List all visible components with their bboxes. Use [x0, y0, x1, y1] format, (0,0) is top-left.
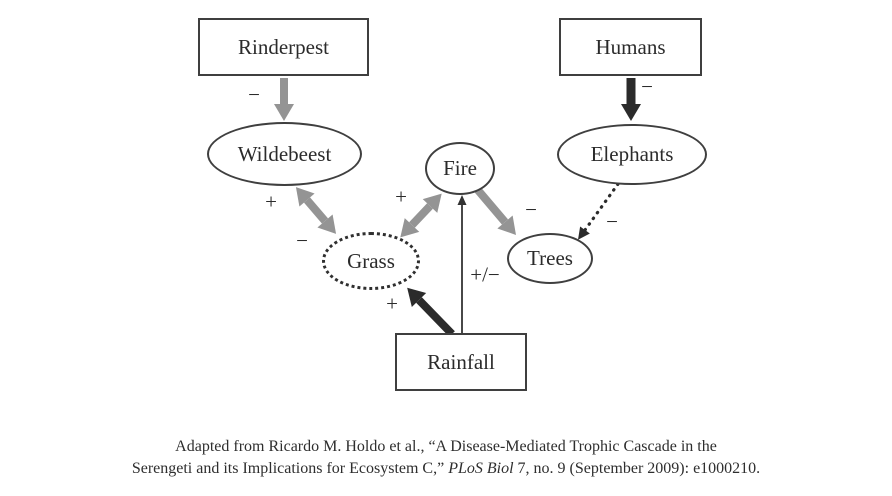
edge-fire-trees: [473, 186, 516, 235]
caption-line-2: Serengeti and its Implications for Ecosy…: [131, 460, 761, 477]
sign-wildebeest-grass-minus: −: [296, 228, 308, 253]
node-rainfall: Rainfall: [395, 333, 527, 391]
node-wildebeest: Wildebeest: [207, 122, 362, 186]
caption-journal-name: PLoS Biol: [448, 460, 514, 477]
node-trees: Trees: [507, 233, 593, 284]
node-fire: Fire: [425, 142, 495, 195]
edge-wildebeest-grass: [295, 187, 337, 234]
edge-rainfall-grass: [407, 287, 455, 337]
node-elephants: Elephants: [557, 124, 707, 185]
node-fire-label: Fire: [443, 156, 477, 180]
sign-rainfall-grass: +: [386, 291, 398, 316]
node-rinderpest-label: Rinderpest: [238, 34, 329, 59]
figure-caption: Adapted from Ricardo M. Holdo et al., “A…: [0, 436, 892, 480]
node-grass: Grass: [322, 232, 420, 290]
node-rinderpest: Rinderpest: [198, 18, 369, 76]
sign-grass-fire: +: [395, 184, 407, 209]
node-grass-label: Grass: [347, 248, 395, 273]
node-wildebeest-label: Wildebeest: [237, 141, 332, 166]
node-humans: Humans: [559, 18, 702, 76]
node-elephants-label: Elephants: [590, 142, 674, 166]
node-humans-label: Humans: [595, 34, 666, 59]
sign-rainfall-fire: +/−: [470, 262, 500, 287]
node-trees-label: Trees: [527, 246, 573, 270]
edge-grass-fire: [400, 193, 442, 238]
node-rainfall-label: Rainfall: [427, 349, 495, 374]
sign-humans-elephants: −: [641, 74, 653, 99]
sign-rinderpest-wildebeest: −: [248, 82, 260, 107]
sign-elephants-trees: −: [606, 209, 618, 234]
sign-fire-trees: −: [525, 197, 537, 222]
sign-wildebeest-grass-plus: +: [265, 189, 277, 214]
caption-line-1: Adapted from Ricardo M. Holdo et al., “A…: [175, 438, 717, 455]
